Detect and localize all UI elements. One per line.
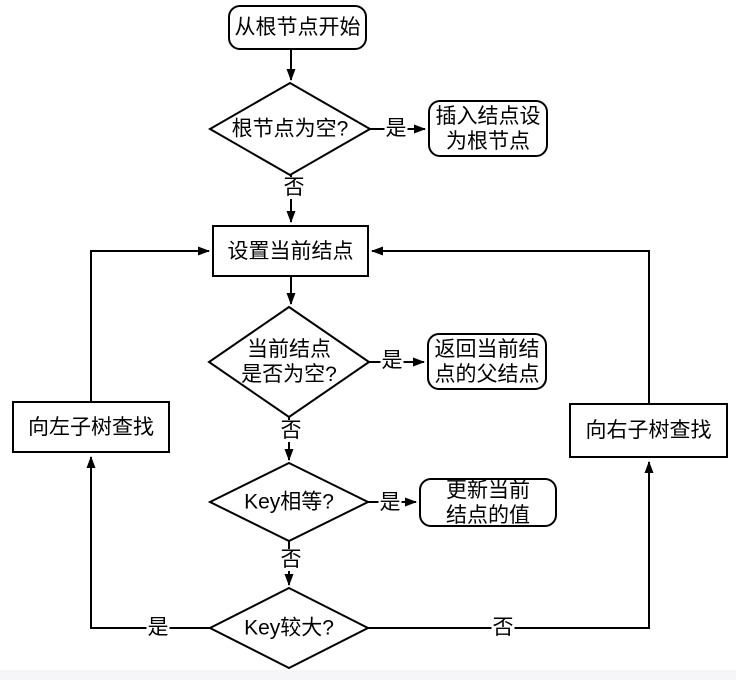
decision-current-empty-line2: 是否为空?: [241, 363, 337, 386]
decision-root-empty-label: 根节点为空?: [231, 117, 349, 141]
edge-key-greater-yes: [86, 456, 210, 629]
edge-key-greater-no: [368, 461, 654, 629]
node-start-label: 从根节点开始: [234, 16, 361, 39]
node-set-current: 设置当前结点: [212, 225, 369, 277]
edge-label-current-empty-no: 否: [279, 419, 303, 442]
node-return-parent-line2: 点的父结点: [434, 362, 540, 386]
edge-label-current-empty-yes: 是: [380, 349, 404, 372]
edge-label-key-greater-yes: 是: [146, 616, 170, 639]
edge-label-key-greater-no: 否: [491, 616, 515, 639]
horizontal-scrollbar-track[interactable]: [0, 670, 736, 680]
node-search-left-label: 向左子树查找: [28, 415, 154, 439]
edge-search-left-to-set-current: [90, 246, 210, 401]
edge-label-key-equal-no: 否: [279, 548, 303, 571]
edge-search-right-to-set-current: [371, 246, 650, 403]
node-start: 从根节点开始: [228, 5, 367, 50]
node-insert-as-root-line2: 为根节点: [446, 129, 530, 153]
decision-current-empty-shape: [207, 305, 371, 419]
decision-key-equal-shape: [207, 461, 371, 543]
edge-label-key-equal-yes: 是: [378, 491, 402, 514]
node-insert-as-root-line1: 插入结点设: [435, 104, 541, 128]
node-update-value: 更新当前 结点的值: [419, 478, 557, 527]
node-update-value-line1: 更新当前: [446, 478, 530, 502]
edge-label-root-empty-yes: 是: [384, 117, 408, 140]
node-return-parent: 返回当前结 点的父结点: [427, 333, 547, 390]
node-insert-as-root: 插入结点设 为根节点: [428, 100, 548, 157]
edge-label-root-empty-no: 否: [282, 176, 306, 199]
decision-key-greater-shape: [207, 586, 371, 670]
decision-key-equal-label: Key相等?: [244, 490, 334, 514]
node-search-left: 向左子树查找: [12, 401, 170, 453]
node-return-parent-line1: 返回当前结: [434, 337, 540, 361]
node-set-current-label: 设置当前结点: [227, 239, 354, 263]
node-search-right: 向右子树查找: [569, 403, 728, 458]
node-search-right-label: 向右子树查找: [585, 419, 712, 442]
decision-key-greater-label: Key较大?: [244, 616, 334, 640]
node-update-value-line2: 结点的值: [446, 503, 530, 527]
decision-root-empty-shape: [207, 81, 373, 177]
decision-current-empty-label: 当前结点 是否为空?: [241, 337, 337, 387]
decision-current-empty-line1: 当前结点: [247, 338, 331, 361]
